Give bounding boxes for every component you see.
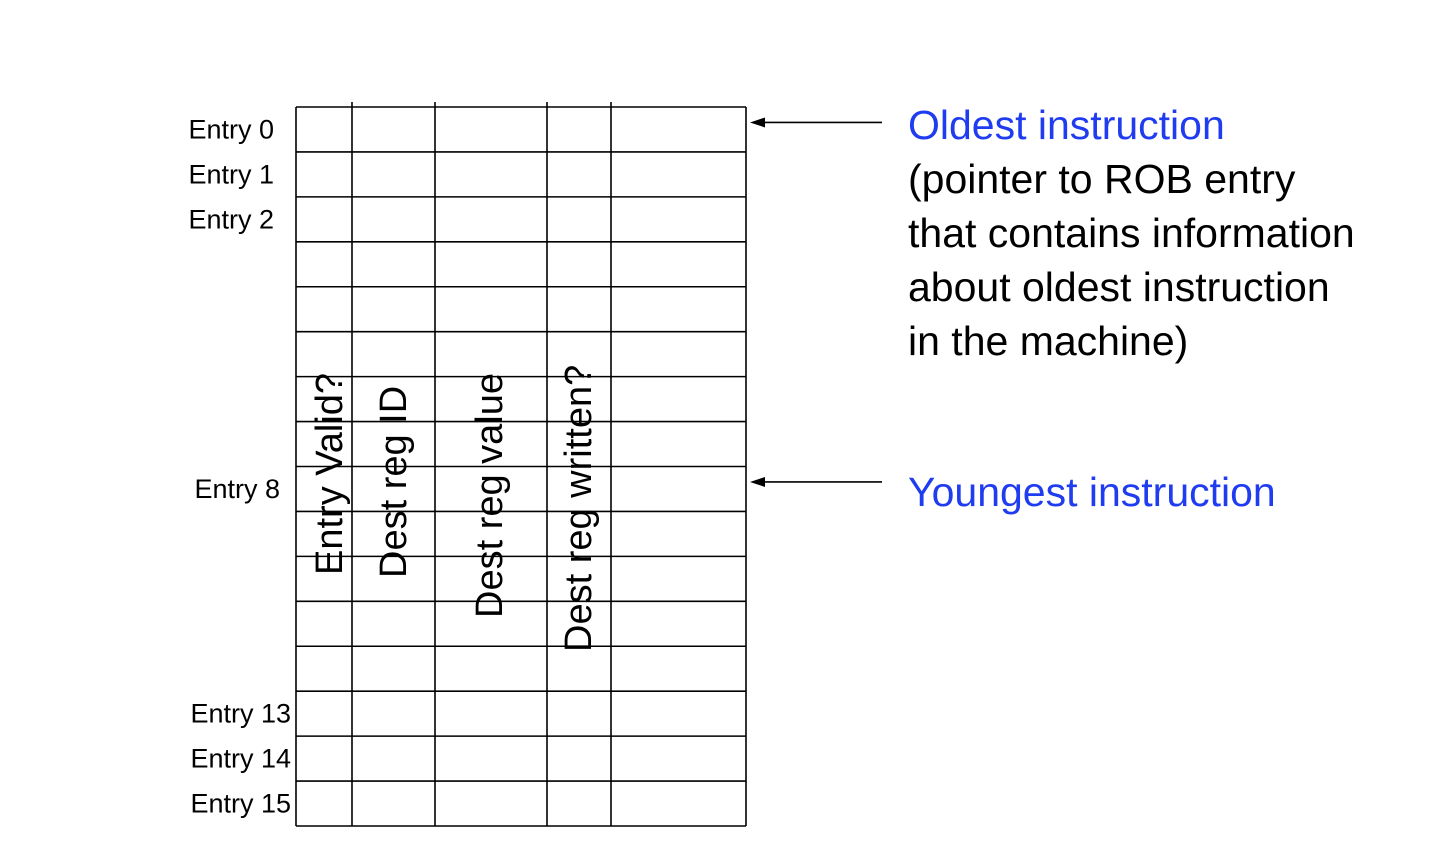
entry-label: Entry 0	[188, 114, 274, 144]
pointer-arrow-head	[750, 117, 765, 128]
rob-column-labels: Entry Valid? Dest reg ID Dest reg value Des…	[309, 365, 600, 652]
youngest-pointer-title: Youngest instruction	[908, 469, 1276, 515]
column-label: Entry Valid?	[309, 373, 351, 575]
entry-label: Entry 15	[190, 789, 291, 819]
entry-label: Entry 2	[188, 204, 274, 234]
rob-entry-labels: Entry 0 Entry 1 Entry 2 Entry 8 Entry 13 Entr…	[188, 114, 291, 818]
column-label: Dest reg ID	[373, 386, 415, 578]
pointer-arrows	[750, 117, 882, 487]
column-label: Dest reg written?	[558, 365, 600, 652]
entry-label: Entry 1	[188, 159, 274, 189]
pointer-arrow-head	[750, 476, 765, 487]
entry-label: Entry 13	[190, 699, 291, 729]
oldest-pointer-title: Oldest instruction	[908, 102, 1225, 148]
rob-table-grid	[295, 102, 747, 827]
entry-label: Entry 14	[190, 744, 291, 774]
oldest-pointer-desc-line: (pointer to ROB entry	[908, 156, 1296, 202]
oldest-pointer-desc-line: that contains information	[908, 210, 1355, 256]
oldest-pointer-annotation: Oldest instruction (pointer to ROB entry…	[908, 98, 1355, 368]
entry-label: Entry 8	[194, 474, 280, 504]
column-label: Dest reg value	[469, 373, 511, 618]
youngest-pointer-annotation: Youngest instruction	[908, 465, 1276, 519]
oldest-pointer-desc-line: about oldest instruction	[908, 264, 1330, 310]
oldest-pointer-desc-line: in the machine)	[908, 318, 1189, 364]
